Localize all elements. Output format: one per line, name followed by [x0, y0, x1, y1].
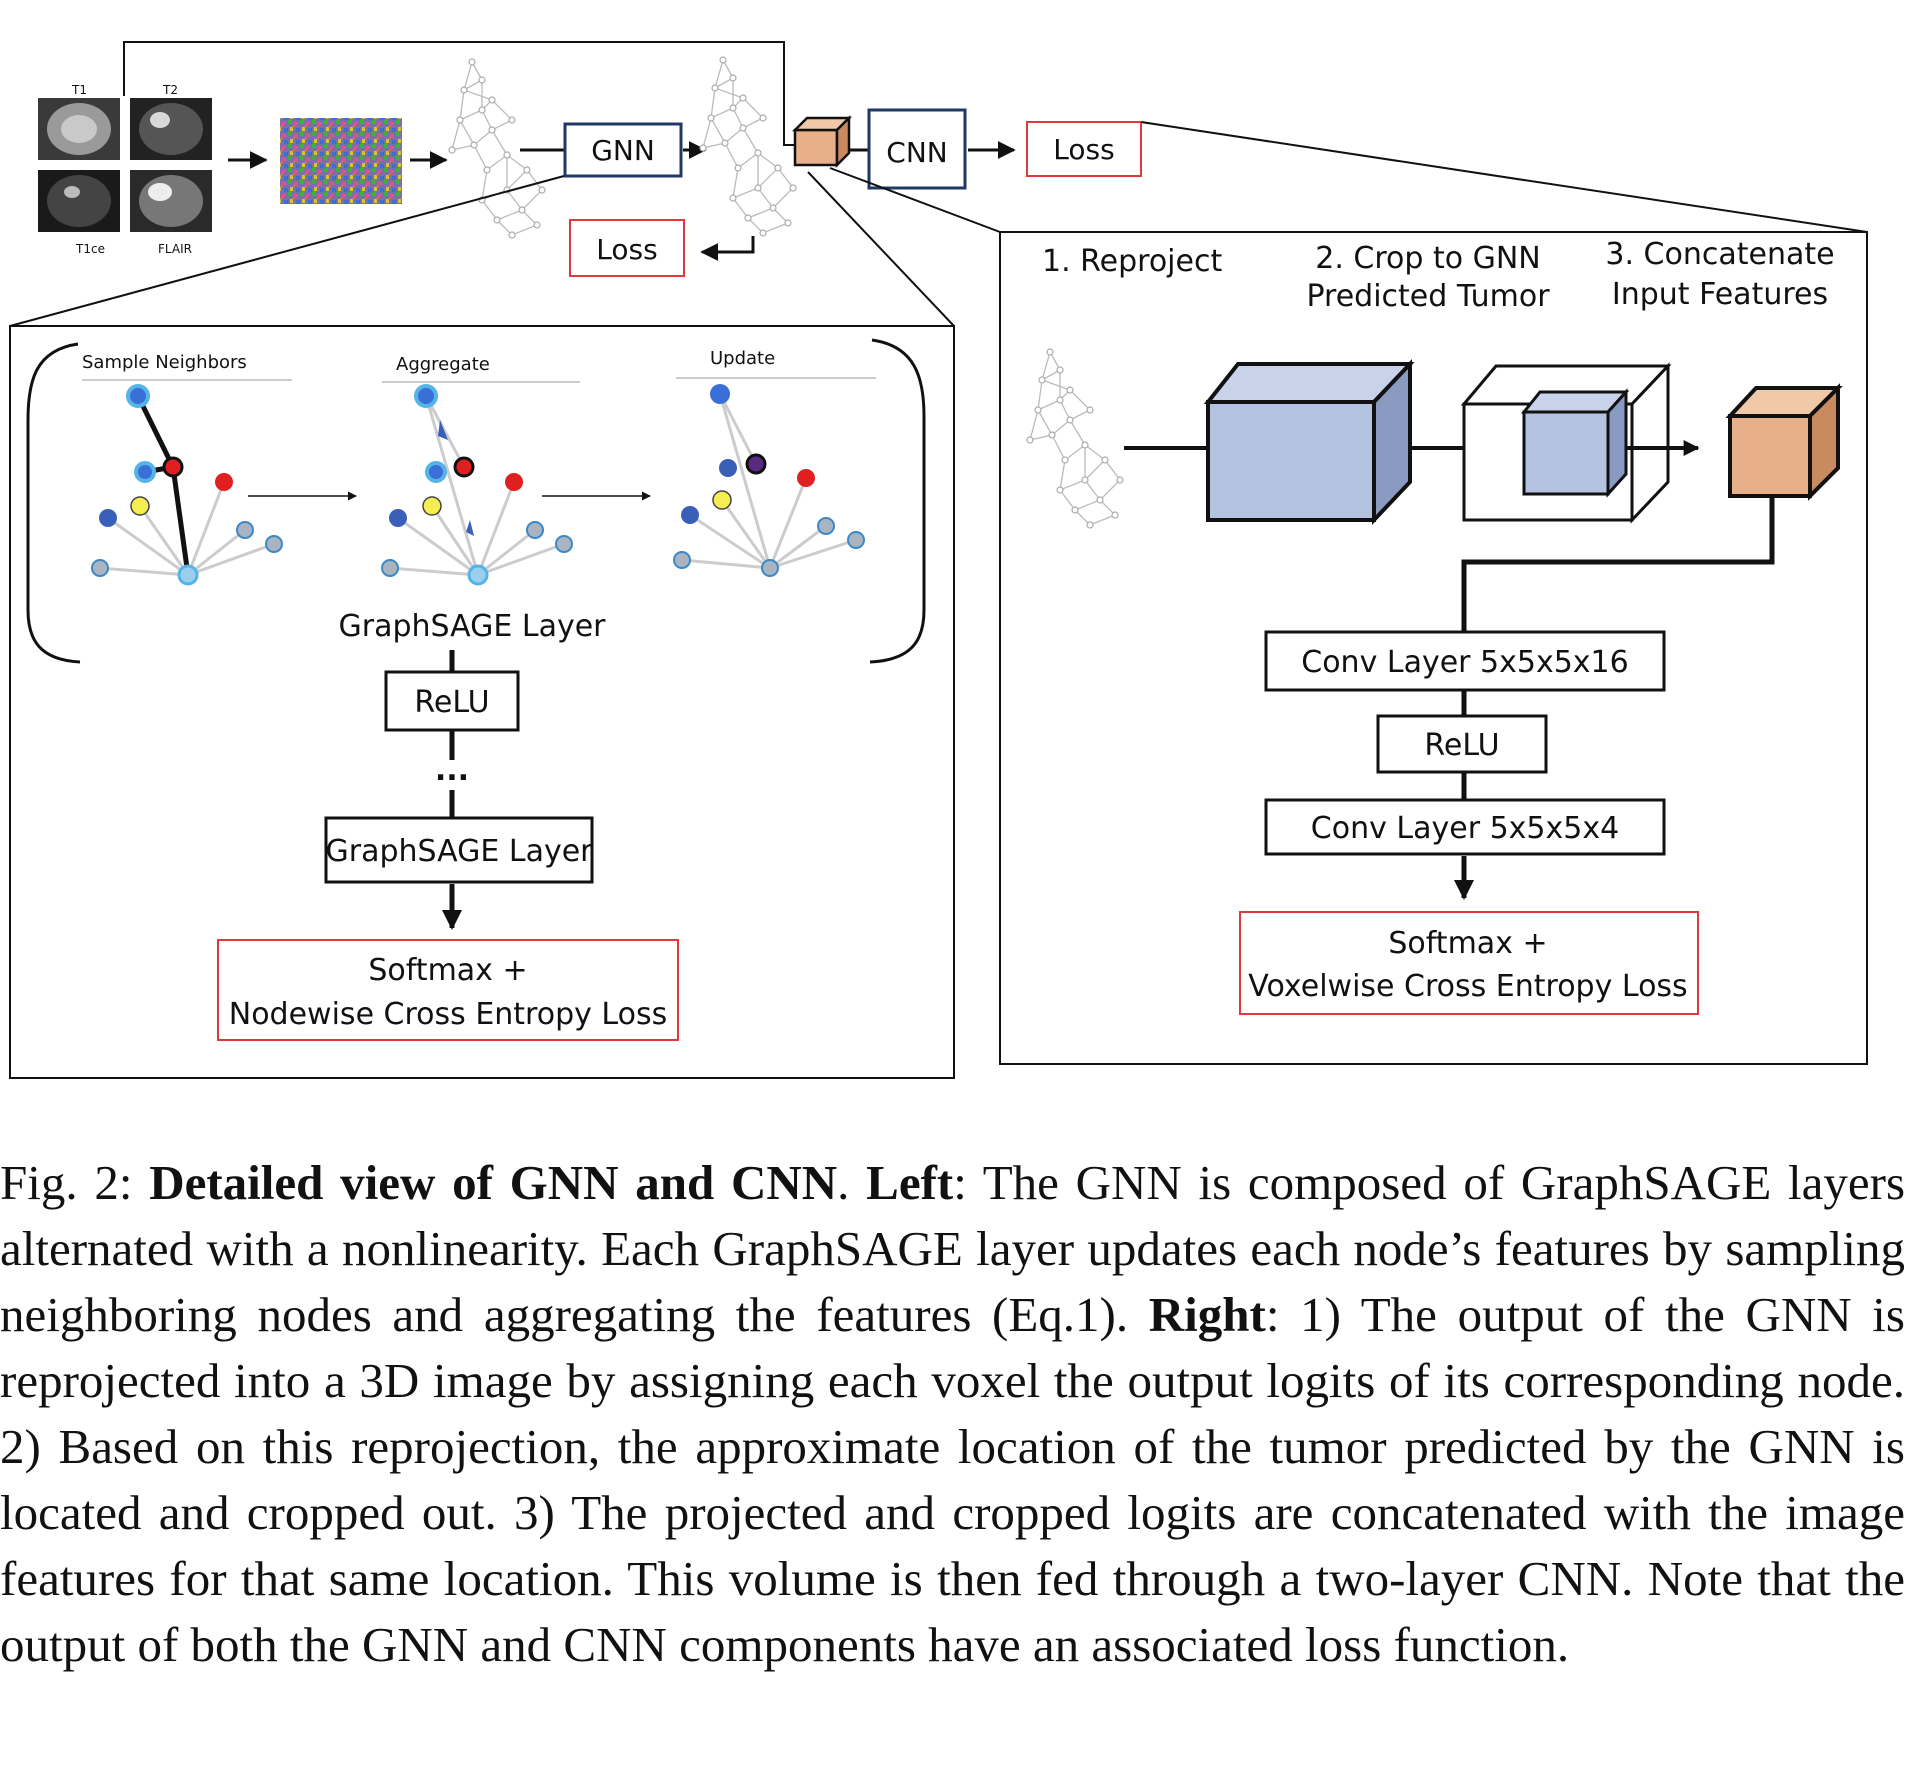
graph-sample-neighbors: [91, 384, 283, 586]
cnn-loss-box: [1026, 121, 1142, 177]
gnn-loss-box: [569, 219, 685, 277]
step-crop-line2: Predicted Tumor: [1306, 279, 1550, 314]
cnn-label: CNN: [886, 136, 947, 169]
step-crop-line1: 2. Crop to GNN: [1315, 241, 1541, 276]
caption-bold-right: Right: [1148, 1287, 1266, 1342]
cnn-loss-label: Loss: [1053, 133, 1114, 166]
step-sample-neighbors: Sample Neighbors: [82, 352, 247, 373]
step-aggregate: Aggregate: [396, 354, 490, 375]
zoom-line-left-a: [9, 175, 565, 327]
relu-label-left: ReLU: [414, 685, 489, 720]
small-orange-cube: [791, 114, 853, 169]
nodewise-loss-line2: Nodewise Cross Entropy Loss: [229, 997, 667, 1032]
step-concat-line2: Input Features: [1612, 277, 1828, 312]
mri-image-grid: [38, 98, 212, 232]
step-reproject: 1. Reproject: [1042, 244, 1222, 279]
gnn-label: GNN: [591, 134, 655, 167]
relu-label-right: ReLU: [1424, 728, 1499, 763]
gnn-loss-label: Loss: [596, 233, 657, 266]
crop-cube: [1460, 362, 1672, 524]
graphsage-layer-caption: GraphSAGE Layer: [339, 609, 607, 644]
mri-label-t1: T1: [71, 83, 87, 97]
graphsage-layer-box: [324, 816, 594, 884]
skip-connection-line: [123, 41, 795, 146]
step-concat-line1: 3. Concatenate: [1605, 237, 1834, 272]
caption-left-text: : The GNN is composed of GraphSAGE layer…: [0, 1155, 1906, 1342]
conv-layer-2-box: [1264, 798, 1666, 856]
left-bracket: [26, 342, 81, 664]
graphsage-layer-box-label: GraphSAGE Layer: [326, 834, 594, 869]
zoom-line-left-b: [807, 171, 955, 327]
conv-layer-1-label: Conv Layer 5x5x5x16: [1301, 645, 1628, 680]
mri-label-t1ce: T1ce: [75, 242, 105, 256]
voxelwise-loss-line1: Softmax +: [1388, 926, 1547, 961]
caption-fig-label: Fig. 2:: [0, 1155, 133, 1210]
mri-label-t2: T2: [162, 83, 178, 97]
mri-label-flair: FLAIR: [158, 242, 192, 256]
conv-layer-2-label: Conv Layer 5x5x5x4: [1311, 811, 1619, 846]
ellipsis-label: ...: [435, 753, 469, 788]
voxelwise-loss-box: [1239, 911, 1699, 1015]
step-update: Update: [710, 348, 775, 369]
caption-right-text: : 1) The output of the GNN is reprojecte…: [0, 1287, 1905, 1672]
figure-caption: Fig. 2: Detailed view of GNN and CNN. Le…: [0, 1155, 1906, 1672]
reprojected-volume-cube: [1203, 358, 1415, 526]
caption-bold-left: Left: [866, 1155, 954, 1210]
concat-feature-cube: [1725, 383, 1843, 501]
line-concat-to-conv: [1461, 498, 1775, 632]
right-bracket: [869, 338, 926, 664]
zoom-line-right-a: [829, 167, 1001, 233]
zoom-line-right-b: [1140, 121, 1868, 233]
relu-box-left: [384, 670, 520, 732]
nodewise-loss-line1: Softmax +: [368, 953, 527, 988]
architecture-diagram: T1 T2 T1ce FLAIR GNN CNN Loss Loss Sampl…: [9, 41, 1868, 1079]
arrow-graph-to-loss: [700, 236, 755, 261]
graph-update: [673, 384, 865, 577]
cnn-box: [867, 108, 967, 190]
output-graph-icon: [699, 56, 797, 237]
relu-box-right: [1376, 714, 1548, 774]
caption-bold-title: Detailed view of GNN and CNN: [149, 1155, 838, 1210]
gnn-box: [563, 122, 683, 178]
supervoxel-image: [280, 118, 402, 204]
graph-aggregate: [381, 384, 573, 586]
nodewise-loss-box: [217, 939, 679, 1041]
voxelwise-loss-line2: Voxelwise Cross Entropy Loss: [1248, 969, 1687, 1004]
